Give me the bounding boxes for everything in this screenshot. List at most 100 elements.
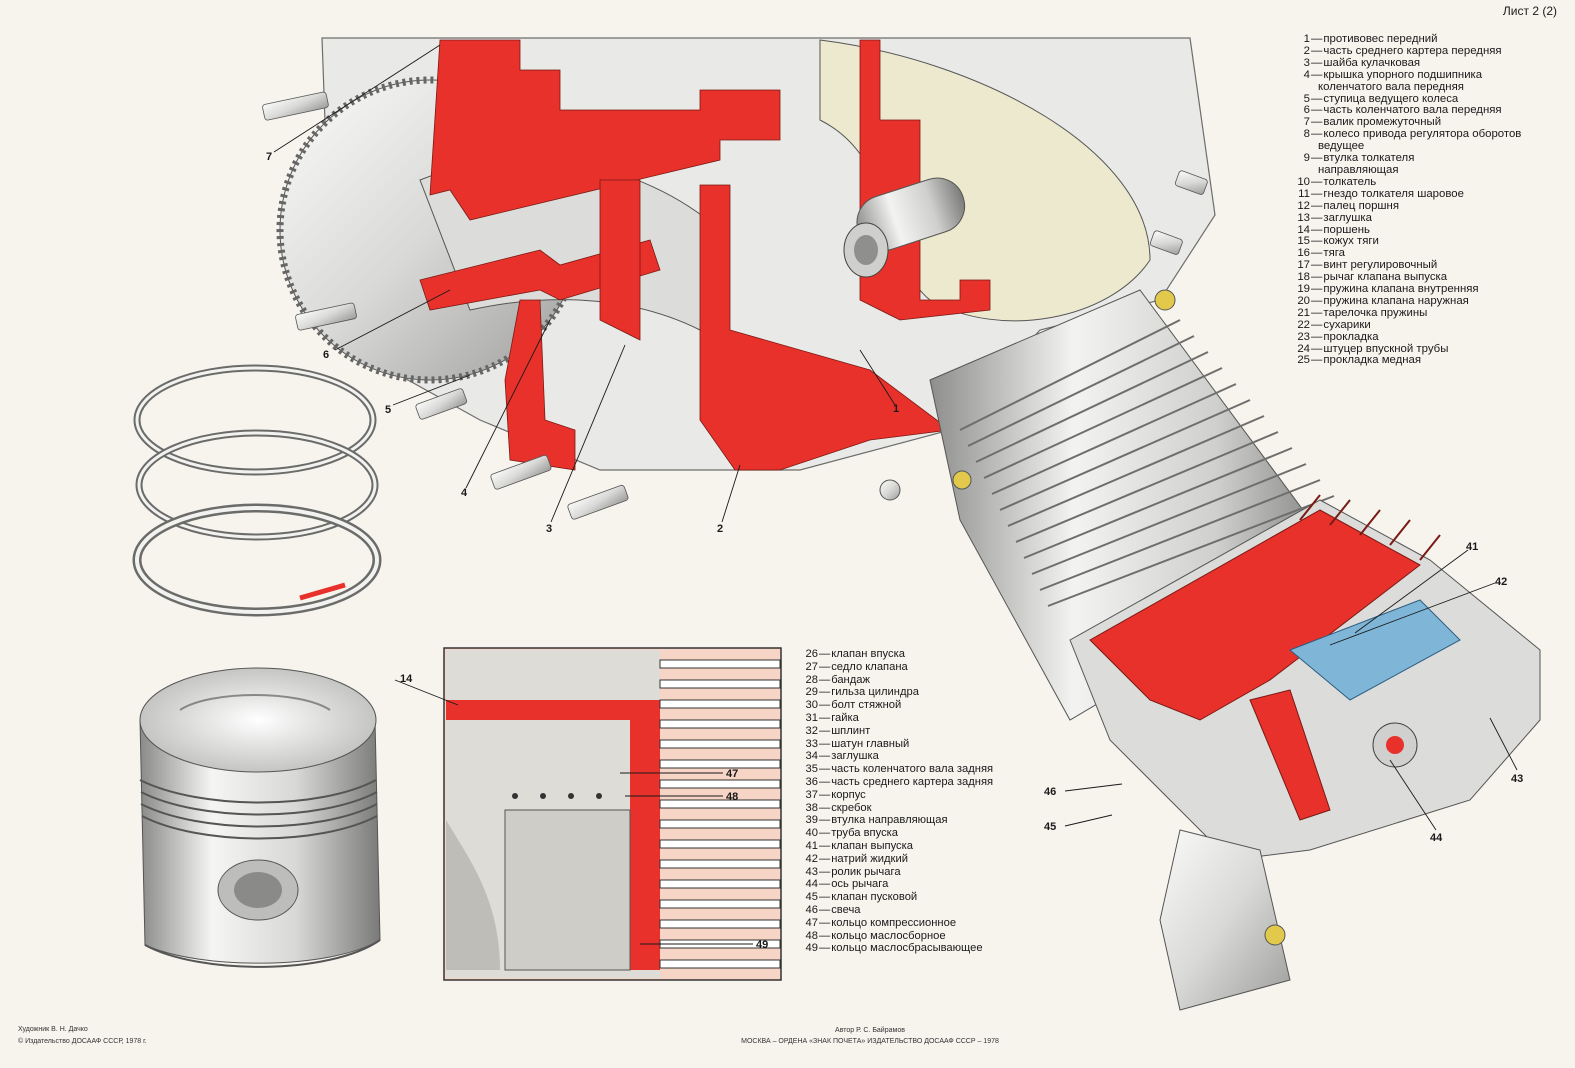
- callout-47: 47: [726, 768, 738, 780]
- legend-text: колесо привода регулятора оборотов: [1323, 128, 1522, 141]
- legend-number: 28: [805, 673, 818, 686]
- legend-text: заглушка: [1323, 211, 1372, 224]
- legend-item-continuation: ведущее: [1288, 140, 1521, 153]
- intake-pipe: [1159, 829, 1291, 1011]
- legend-item: 40—труба впуска: [796, 827, 993, 840]
- legend-dash: —: [819, 686, 831, 699]
- legend-number: 3: [1303, 56, 1310, 69]
- legend-dash: —: [1311, 294, 1323, 307]
- legend-item: 44—ось рычага: [796, 878, 993, 891]
- legend-text: прокладка медная: [1323, 354, 1422, 367]
- publisher-line: МОСКВА – ОРДЕНА «ЗНАК ПОЧЕТА» ИЗДАТЕЛЬСТ…: [741, 1038, 999, 1045]
- legend-item: 33—шатун главный: [796, 738, 993, 751]
- callout-2: 2: [717, 523, 723, 535]
- legend-text: тарелочка пружины: [1323, 306, 1428, 319]
- legend-item: 46—свеча: [796, 904, 993, 917]
- legend-dash: —: [819, 814, 831, 827]
- legend-number: 22: [1297, 318, 1310, 331]
- piston: [139, 667, 381, 968]
- legend-dash: —: [819, 878, 831, 891]
- legend-text: гнездо толкателя шаровое: [1323, 187, 1464, 200]
- artist-credit: Художник В. Н. Дачко: [18, 1026, 88, 1033]
- legend-text: часть среднего картера задняя: [831, 775, 994, 788]
- callout-41: 41: [1466, 541, 1478, 553]
- legend-dash: —: [819, 763, 831, 776]
- legend-dash: —: [819, 827, 831, 840]
- legend-text: прокладка: [1323, 330, 1379, 343]
- legend-number: 13: [1297, 211, 1310, 224]
- leader-lines: [273, 44, 1518, 945]
- legend-dash: —: [1311, 223, 1323, 236]
- legend-text: кольцо маслосборное: [831, 929, 946, 942]
- legend-item: 15—кожух тяги: [1288, 236, 1521, 248]
- callout-49: 49: [756, 939, 768, 951]
- legend-number: 47: [805, 916, 818, 929]
- legend-text: часть коленчатого вала передняя: [1323, 104, 1502, 117]
- legend-number: 4: [1303, 68, 1310, 81]
- legend-dash: —: [1311, 271, 1323, 284]
- legend-number: 33: [805, 737, 818, 750]
- legend-item: 4—крышка упорного подшипника: [1288, 68, 1521, 82]
- piston-pin: [843, 177, 966, 278]
- callout-labels: 1 2 3 4 5 6 7 14 41 42 43 44 45 46 47 48…: [266, 151, 1523, 951]
- legend-number: 45: [805, 891, 818, 904]
- legend-dash: —: [1311, 247, 1323, 260]
- legend-item: 19—пружина клапана внутренняя: [1288, 283, 1521, 296]
- legend-text: коленчатого вала передняя: [1318, 80, 1464, 93]
- legend-text: корпус: [831, 788, 866, 801]
- legend-number: 20: [1297, 294, 1310, 307]
- legend-item: 25—прокладка медная: [1288, 355, 1521, 367]
- legend-number: 32: [805, 724, 818, 737]
- legend-number: 37: [805, 788, 818, 801]
- footer-left: Художник В. Н. Дачко © Издательство ДОСА…: [18, 1024, 147, 1048]
- legend-dash: —: [819, 711, 831, 724]
- legend-dash: —: [819, 865, 831, 878]
- legend-dash: —: [1311, 342, 1323, 355]
- legend-dash: —: [1311, 318, 1323, 331]
- legend-number: 31: [805, 711, 818, 724]
- legend-text: шатун главный: [831, 737, 910, 750]
- legend-number: 26: [805, 648, 818, 660]
- callout-42: 42: [1495, 576, 1507, 588]
- legend-dash: —: [1311, 175, 1323, 188]
- piston-rings: [132, 364, 382, 617]
- legend-number: 41: [805, 839, 818, 852]
- legend-text: ступица ведущего колеса: [1323, 92, 1459, 105]
- legend-text: бандаж: [831, 673, 870, 686]
- legend-dash: —: [819, 724, 831, 737]
- legend-text: сухарики: [1323, 318, 1371, 331]
- legend-text: клапан впуска: [831, 648, 905, 660]
- legend-dash: —: [819, 788, 831, 801]
- legend-number: 49: [805, 942, 818, 955]
- callout-5: 5: [385, 404, 391, 416]
- legend-item: 12—палец поршня: [1288, 200, 1521, 213]
- legend-text: рычаг клапана выпуска: [1323, 271, 1448, 284]
- legend-number: 7: [1303, 116, 1310, 129]
- legend-text: направляющая: [1318, 163, 1399, 176]
- legend-item: 24—штуцер впускной трубы: [1288, 342, 1521, 356]
- legend-text: втулка направляющая: [831, 814, 948, 827]
- legend-number: 44: [805, 878, 818, 891]
- legend-text: шайба кулачковая: [1323, 56, 1421, 69]
- legend-dash: —: [819, 775, 831, 788]
- legend-text: толкатель: [1323, 175, 1377, 188]
- cylinder-head: [879, 289, 1541, 1011]
- legend-number: 18: [1297, 271, 1310, 284]
- legend-dash: —: [1311, 152, 1323, 165]
- legend-text: часть коленчатого вала задняя: [831, 763, 994, 776]
- legend-item: 42—натрий жидкий: [796, 853, 993, 866]
- legend-number: 35: [805, 763, 818, 776]
- legend-dash: —: [819, 750, 831, 763]
- legend-item: 1—противовес передний: [1288, 33, 1521, 46]
- callout-48: 48: [726, 791, 738, 803]
- legend-text: кольцо компрессионное: [831, 916, 957, 929]
- legend-number: 24: [1297, 342, 1310, 355]
- legend-number: 30: [805, 699, 818, 712]
- legend-item: 18—рычаг клапана выпуска: [1288, 271, 1521, 284]
- legend-item: 26—клапан впуска: [796, 648, 993, 661]
- legend-dash: —: [1311, 128, 1323, 141]
- author-credit: Автор Р. С. Байрамов: [835, 1027, 905, 1034]
- legend-text: тяга: [1323, 247, 1346, 260]
- callout-4: 4: [461, 487, 468, 499]
